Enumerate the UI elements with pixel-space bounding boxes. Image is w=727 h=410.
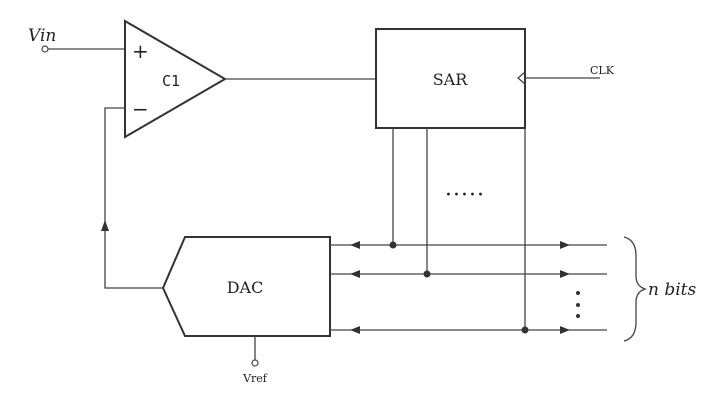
brace [623,236,648,342]
junction-dot [389,241,397,249]
arrow-left-icon [350,241,360,249]
arrow-right-icon [560,326,570,334]
junction-dot [521,326,529,334]
arrow-right-icon [560,270,570,278]
vref-terminal [251,359,259,367]
dac-block [161,236,331,337]
dac-label: DAC [227,278,264,297]
feedback-arrow-icon [101,220,109,231]
minus-sign: − [132,97,149,121]
arrow-right-icon [560,241,570,249]
comparator-c1 [124,19,227,139]
arrow-left-icon [350,326,360,334]
bit-bus [330,128,607,334]
n-bits-label: n bits [648,280,697,300]
vin-label: Vin [28,26,56,46]
vin-terminal [41,45,49,53]
horizontal-ellipsis: ····· [445,183,485,208]
vertical-ellipsis [576,291,580,318]
vref-label: Vref [242,372,268,385]
arrow-left-icon [350,270,360,278]
clock-input-icon [517,71,526,85]
clk-label: CLK [590,64,615,77]
junction-dot [423,270,431,278]
comparator-label: C1 [162,72,180,90]
plus-sign: + [132,39,149,63]
sar-label: SAR [433,70,469,89]
feedback-wire [104,107,163,289]
